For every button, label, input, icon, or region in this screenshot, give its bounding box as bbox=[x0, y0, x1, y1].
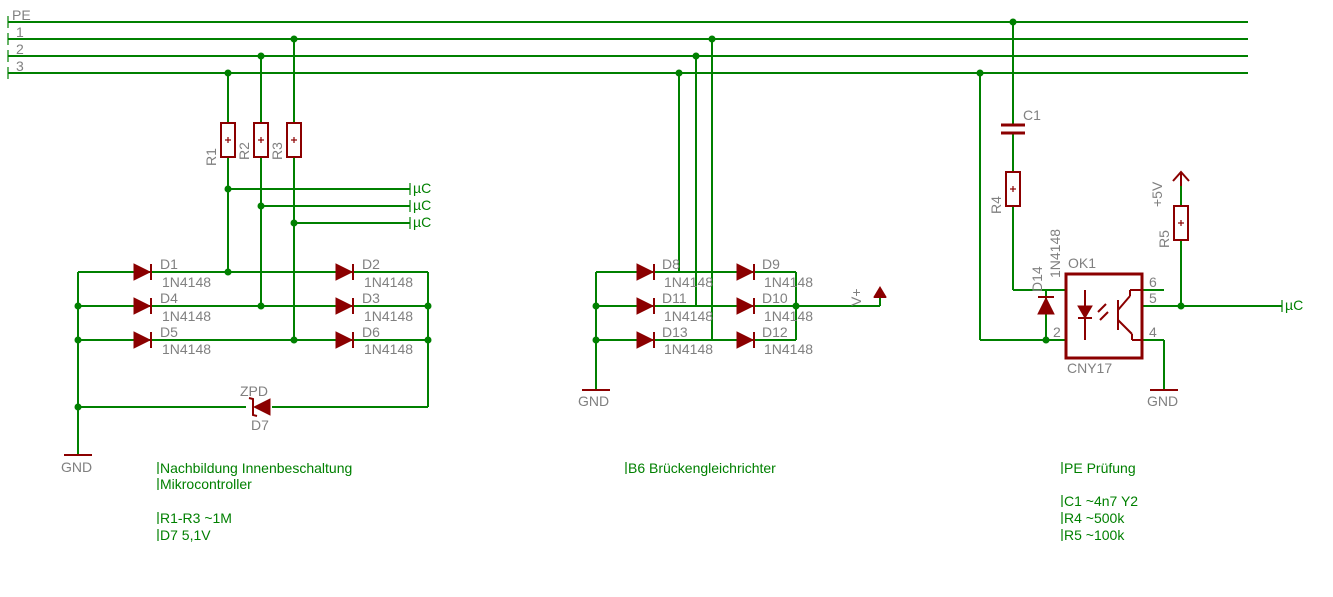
note-middle-line1: B6 Brückengleichrichter bbox=[628, 460, 776, 476]
d12-type: 1N4148 bbox=[764, 341, 813, 357]
note-right-line2: C1 ~4n7 Y2 bbox=[1064, 493, 1138, 509]
d13-label: D13 bbox=[662, 324, 688, 340]
gnd-label-middle: GND bbox=[578, 393, 609, 409]
d14-label: D14 bbox=[1029, 266, 1045, 292]
ok1-label: OK1 bbox=[1068, 255, 1096, 271]
diode-d1 bbox=[133, 263, 152, 281]
d7-label: D7 bbox=[251, 417, 269, 433]
left-circuit: µC µC µC R1 R2 R3 D1 1N4148 D4 1N414 bbox=[61, 35, 432, 475]
d8-type: 1N4148 bbox=[664, 274, 713, 290]
d11-label: D11 bbox=[662, 290, 687, 306]
uc-label-right: µC bbox=[1285, 297, 1303, 313]
resistor-r2 bbox=[253, 122, 269, 158]
d3-label: D3 bbox=[362, 290, 380, 306]
cny17-label: CNY17 bbox=[1067, 360, 1112, 376]
d9-label: D9 bbox=[762, 256, 780, 272]
resistor-r3 bbox=[286, 122, 302, 158]
middle-circuit: D8 1N4148 D11 1N4148 D13 1N4148 D9 1N414… bbox=[578, 35, 887, 409]
uc-label-3: µC bbox=[413, 214, 431, 230]
d12-label: D12 bbox=[762, 324, 788, 340]
right-circuit: µC C1 R4 R5 +5V D14 1N4148 bbox=[976, 18, 1303, 409]
d13-type: 1N4148 bbox=[664, 341, 713, 357]
d4-type: 1N4148 bbox=[162, 308, 211, 324]
d2-label: D2 bbox=[362, 256, 380, 272]
plus5v-supply-symbol bbox=[1172, 170, 1190, 186]
diode-d9 bbox=[736, 263, 755, 281]
plus5v-label: +5V bbox=[1149, 181, 1165, 207]
net-label-1: 1 bbox=[16, 24, 24, 40]
r2-label: R2 bbox=[236, 142, 252, 160]
notes: Nachbildung Innenbeschaltung Mikrocontro… bbox=[157, 460, 1138, 543]
r1-label: R1 bbox=[203, 148, 219, 166]
r4-label: R4 bbox=[988, 196, 1004, 214]
r3-label: R3 bbox=[269, 142, 285, 160]
net-label-pe: PE bbox=[12, 7, 31, 23]
gnd-label-right: GND bbox=[1147, 393, 1178, 409]
diode-d11 bbox=[636, 297, 655, 315]
net-label-3: 3 bbox=[16, 58, 24, 74]
diode-d14 bbox=[1037, 296, 1055, 315]
d3-type: 1N4148 bbox=[364, 308, 413, 324]
vplus-label: V+ bbox=[848, 288, 864, 306]
d8-label: D8 bbox=[662, 256, 680, 272]
d14-type: 1N4148 bbox=[1047, 229, 1063, 278]
diode-d3 bbox=[335, 297, 354, 315]
note-right-line1: PE Prüfung bbox=[1064, 460, 1136, 476]
capacitor-c1 bbox=[1001, 123, 1025, 135]
pin-6-label: 6 bbox=[1149, 274, 1157, 290]
resistor-r4 bbox=[1005, 171, 1021, 207]
d1-label: D1 bbox=[160, 256, 178, 272]
diode-d8 bbox=[636, 263, 655, 281]
pin-2-label: 2 bbox=[1053, 324, 1061, 340]
d6-type: 1N4148 bbox=[364, 341, 413, 357]
zpd-label: ZPD bbox=[240, 383, 268, 399]
diode-d6 bbox=[335, 331, 354, 349]
diode-d13 bbox=[636, 331, 655, 349]
bus-lines: PE 1 2 3 bbox=[7, 7, 1248, 79]
uc-label-2: µC bbox=[413, 197, 431, 213]
note-left-line1: Nachbildung Innenbeschaltung bbox=[160, 460, 352, 476]
d10-type: 1N4148 bbox=[764, 308, 813, 324]
diode-d2 bbox=[335, 263, 354, 281]
note-left-line3: R1-R3 ~1M bbox=[160, 510, 232, 526]
d2-type: 1N4148 bbox=[364, 274, 413, 290]
note-right-line4: R5 ~100k bbox=[1064, 527, 1125, 543]
d11-type: 1N4148 bbox=[664, 308, 713, 324]
gnd-label-left: GND bbox=[61, 459, 92, 475]
note-left-line4: D7 5,1V bbox=[160, 527, 211, 543]
resistor-r1 bbox=[220, 122, 236, 158]
note-left-line2: Mikrocontroller bbox=[160, 476, 252, 492]
optocoupler-ok1 bbox=[1064, 272, 1144, 360]
d5-label: D5 bbox=[160, 324, 178, 340]
resistor-r5 bbox=[1173, 205, 1189, 241]
diode-d5 bbox=[133, 331, 152, 349]
d4-label: D4 bbox=[160, 290, 178, 306]
diode-d10 bbox=[736, 297, 755, 315]
uc-label-1: µC bbox=[413, 180, 431, 196]
d10-label: D10 bbox=[762, 290, 788, 306]
zener-diode-d7 bbox=[248, 397, 271, 417]
vplus-supply-symbol bbox=[873, 286, 887, 298]
d6-label: D6 bbox=[362, 324, 380, 340]
note-right-line3: R4 ~500k bbox=[1064, 510, 1125, 526]
pin-5-label: 5 bbox=[1149, 290, 1157, 306]
c1-label: C1 bbox=[1023, 107, 1041, 123]
d9-type: 1N4148 bbox=[764, 274, 813, 290]
d5-type: 1N4148 bbox=[162, 341, 211, 357]
pin-4-label: 4 bbox=[1149, 324, 1157, 340]
diode-d12 bbox=[736, 331, 755, 349]
diode-d4 bbox=[133, 297, 152, 315]
net-label-2: 2 bbox=[16, 41, 24, 57]
r5-label: R5 bbox=[1156, 230, 1172, 248]
d1-type: 1N4148 bbox=[162, 274, 211, 290]
